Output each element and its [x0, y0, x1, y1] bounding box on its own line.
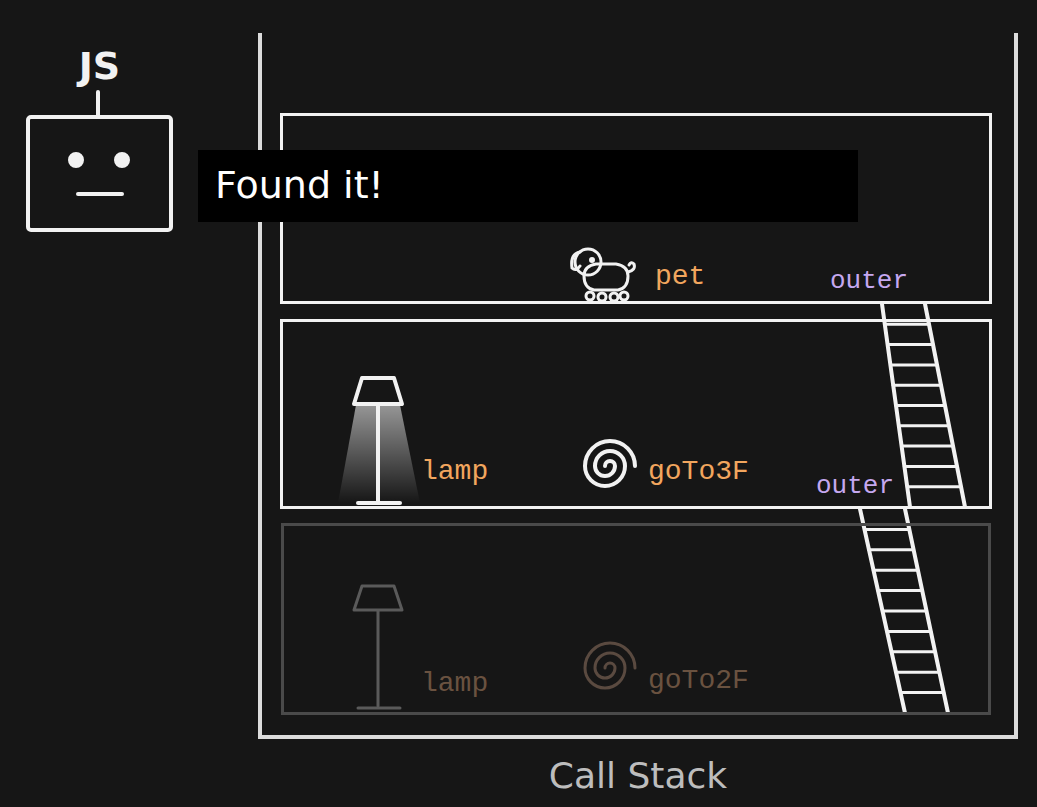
spiral-icon-dim	[585, 643, 635, 688]
ladder-stroke	[865, 528, 910, 531]
lamp-icon	[338, 378, 420, 503]
ladder-stroke	[874, 569, 918, 572]
spiral-icon	[585, 441, 635, 486]
ladder-connector	[860, 509, 948, 713]
ladder-stroke	[899, 424, 949, 427]
ladder-stroke	[883, 610, 927, 613]
ladder-stroke	[907, 485, 961, 488]
ladder-stroke	[904, 465, 957, 468]
ladder-connector	[882, 304, 965, 507]
lamp-icon-dim	[354, 586, 402, 708]
ladder-stroke	[869, 548, 914, 551]
stack-frame-box: lamp goTo3F outer	[280, 319, 992, 509]
ladder-stroke	[890, 363, 937, 366]
dog-icon	[572, 249, 635, 301]
variable-label: pet	[655, 263, 705, 291]
robot-box: JS	[26, 115, 173, 232]
ladder-stroke	[901, 691, 944, 694]
ladder-stroke	[893, 384, 941, 387]
call-stack-frame: Call StackpetouterlampgoTo3FouterlampgoT…	[258, 33, 1018, 739]
variable-label: lamp	[421, 670, 488, 698]
ladder-stroke	[892, 650, 936, 653]
speech-text: Found it!	[215, 166, 384, 204]
function-label: goTo2F	[648, 667, 749, 695]
ladder-stroke	[878, 589, 922, 592]
function-label: goTo3F	[648, 458, 749, 486]
ladder-stroke	[902, 445, 953, 448]
ladder-stroke	[896, 671, 939, 674]
ladder-stroke	[888, 343, 933, 346]
robot-label: JS	[26, 47, 173, 85]
ladder-stroke	[885, 323, 929, 326]
variable-label: lamp	[421, 458, 488, 486]
speech-band: Found it!	[198, 150, 858, 222]
ladder-stroke	[887, 630, 931, 633]
outer-label: outer	[816, 473, 894, 499]
outer-label: outer	[830, 268, 908, 294]
call-stack-label: Call Stack	[258, 758, 1018, 794]
robot-face	[70, 92, 128, 194]
stack-frame-box-dim: lamp goTo2F	[281, 523, 991, 715]
ladder-stroke	[896, 404, 945, 407]
